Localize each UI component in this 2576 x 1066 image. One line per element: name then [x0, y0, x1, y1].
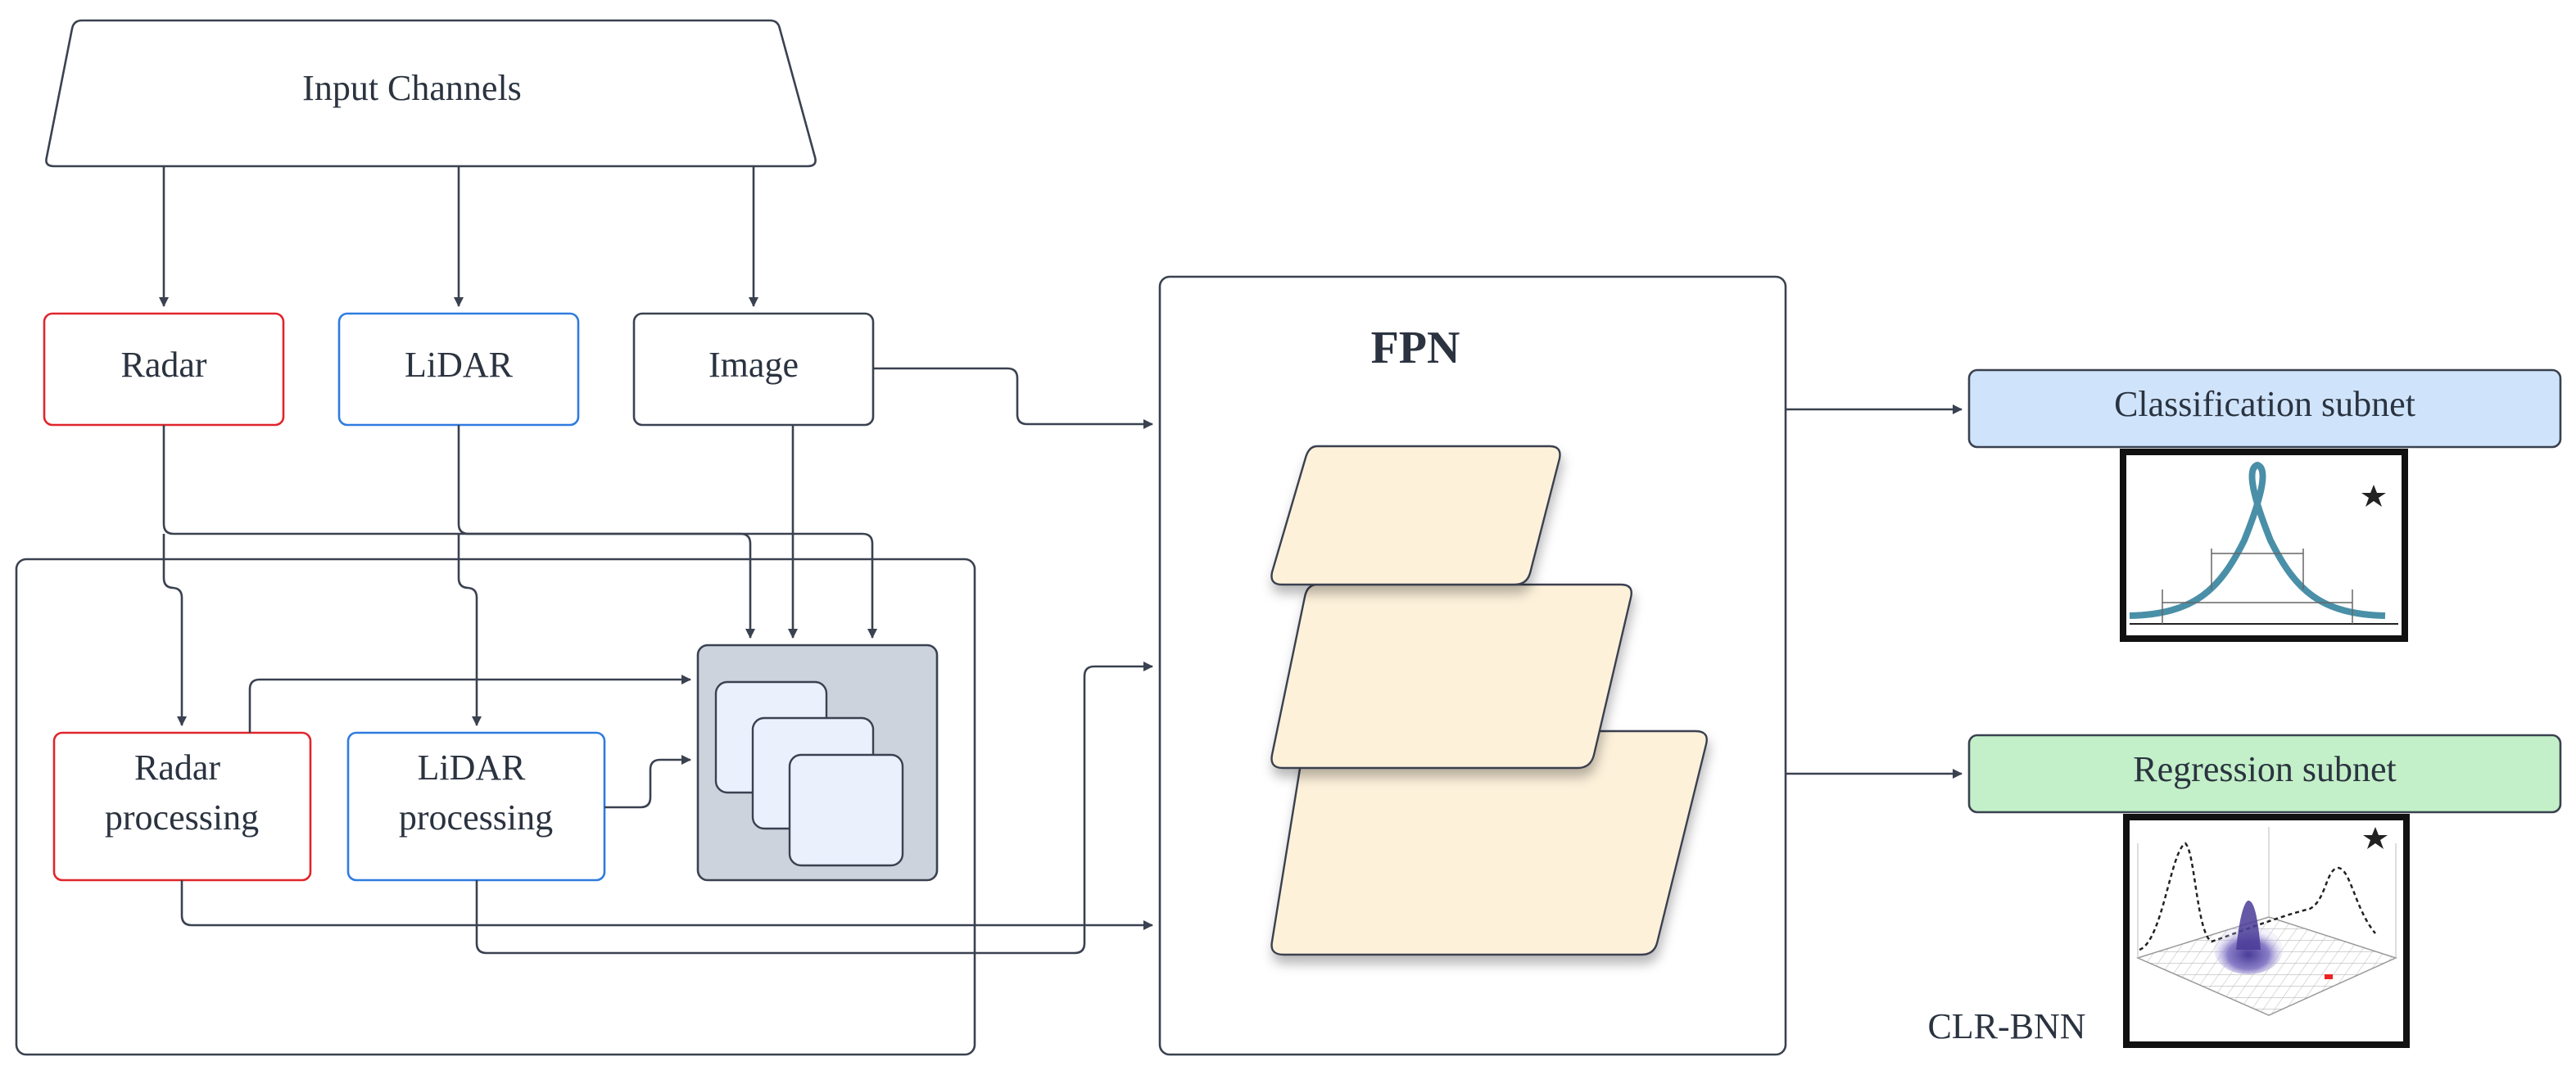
regression-subnet-label: Regression subnet — [2133, 749, 2396, 789]
edge-lidar-lidar-processing — [457, 534, 482, 726]
radar-node: Radar — [43, 312, 285, 427]
3d-probability-surface-icon — [2123, 814, 2410, 1048]
input-channels-node: Input Channels — [45, 19, 817, 168]
regression-subnet-node: Regression subnet — [1967, 734, 2562, 814]
edge-image-fpn — [873, 367, 1153, 429]
lidar-node: LiDAR — [337, 312, 580, 427]
classification-subnet-node: Classification subnet — [1967, 368, 2562, 449]
radar-label: Radar — [120, 345, 206, 385]
lidar-label: LiDAR — [405, 345, 514, 385]
edge-lidar-processing-fusion — [604, 755, 691, 809]
edge-radar-fusion-1 — [162, 425, 755, 639]
fpn-layer-top — [1270, 445, 1561, 586]
edges — [159, 166, 1963, 955]
fusion-card-3 — [788, 753, 904, 867]
input-channels-label: Input Channels — [302, 68, 522, 108]
fpn-title: FPN — [1371, 323, 1460, 373]
classification-subnet-label: Classification subnet — [2114, 384, 2415, 424]
edge-radar-processing-fpn — [180, 880, 1153, 930]
radar-processing-node: Radar processing — [52, 731, 312, 882]
image-node: Image — [632, 312, 875, 427]
edge-radar-radar-processing — [162, 534, 187, 726]
processing-container — [15, 558, 976, 1056]
radar-processing-label: Radar processing — [105, 748, 259, 838]
lidar-processing-label: LiDAR processing — [399, 748, 553, 838]
edge-lidar-fusion-3 — [457, 425, 877, 639]
gaussian-bell-curve-icon — [2120, 449, 2408, 642]
lidar-processing-node: LiDAR processing — [346, 731, 606, 882]
clr-bnn-caption: CLR-BNN — [1927, 1006, 2085, 1046]
fusion-stack-node — [696, 644, 939, 882]
image-label: Image — [709, 345, 799, 385]
edge-radar-processing-fusion — [248, 675, 691, 733]
edge-lidar-processing-fpn — [475, 662, 1153, 955]
fpn-block: FPN — [1158, 275, 1787, 1056]
fpn-layer-middle — [1270, 583, 1632, 770]
